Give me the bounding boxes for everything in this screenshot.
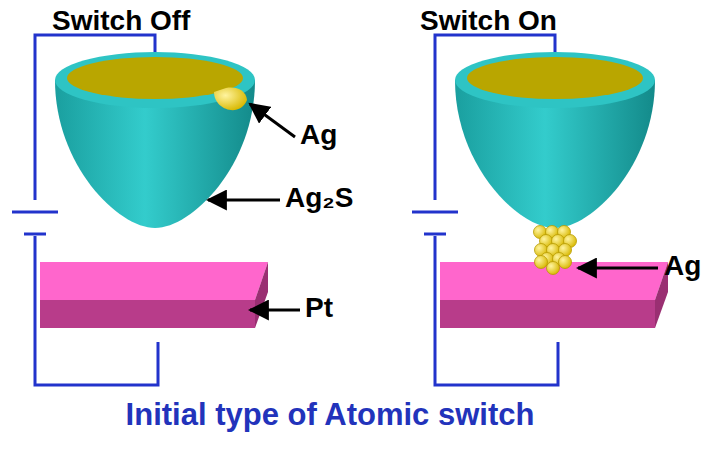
ag2s-rim [455,52,655,108]
panel-title: Switch Off [52,6,190,37]
part-label: Ag [664,251,701,282]
ag-atom [535,256,548,269]
pt-electrode [440,262,668,300]
leader-line [250,104,295,137]
battery-symbol [424,233,446,236]
part-label: Pt [305,293,333,324]
ag-reservoir [214,88,247,111]
panel-title: Switch On [420,6,557,37]
leader-line [208,199,280,202]
ag-atomic-bridge [534,226,577,275]
battery-symbol [24,233,46,236]
battery-symbol [412,211,458,214]
part-label: Ag [300,120,337,151]
leader-line [578,267,658,270]
caption: Initial type of Atomic switch [126,398,535,432]
ag-electrode-top [467,57,643,99]
leader-line [250,309,300,312]
ag-atom [547,262,560,275]
battery-symbol [12,211,58,214]
switch-off-circuit [12,35,300,385]
pt-electrode-side [40,300,255,328]
part-label: Ag₂S [285,183,353,214]
pt-electrode-side [440,300,655,328]
switch-on-circuit [412,35,668,385]
pt-electrode [40,262,268,300]
pt-electrode-side [255,262,268,328]
ag-atom [559,256,572,269]
